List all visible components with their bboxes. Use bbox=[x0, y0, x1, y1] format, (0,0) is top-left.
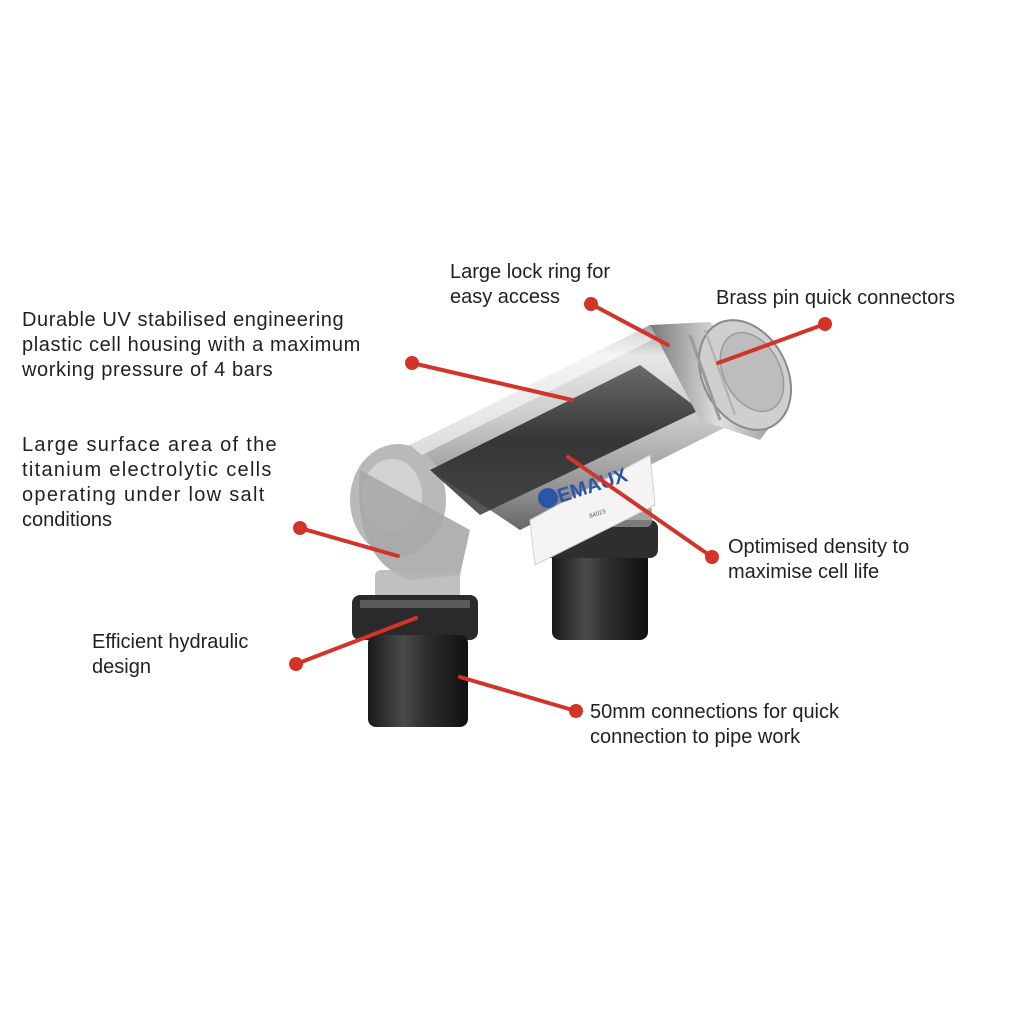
leader-surface-area bbox=[298, 526, 400, 558]
callout-line: Efficient hydraulic bbox=[92, 631, 249, 653]
brand-logo-icon bbox=[538, 488, 558, 508]
callout-line: design bbox=[92, 656, 151, 678]
marker-connections bbox=[569, 704, 583, 718]
callout-line: 50mm connections for quick bbox=[590, 701, 840, 723]
callout-connections: 50mm connections for quick connection to… bbox=[590, 700, 839, 750]
titanium-cell-icon bbox=[430, 365, 700, 515]
callout-line: easy access bbox=[450, 286, 561, 308]
leader-connections bbox=[458, 675, 578, 713]
leader-density bbox=[566, 455, 714, 559]
marker-brass-pin bbox=[818, 317, 832, 331]
leader-housing bbox=[410, 361, 574, 402]
leader-hydraulic bbox=[294, 616, 418, 666]
marker-surface-area bbox=[293, 521, 307, 535]
callout-line: Large surface area of the bbox=[22, 434, 278, 456]
marker-lock-ring bbox=[584, 297, 598, 311]
front-port bbox=[352, 570, 478, 727]
model-code: 84023 bbox=[589, 509, 607, 520]
callout-line: Optimised density to bbox=[728, 536, 910, 558]
callout-line: Brass pin quick connectors bbox=[716, 287, 956, 309]
lock-ring bbox=[650, 319, 793, 440]
marker-density bbox=[705, 550, 719, 564]
callout-lock-ring: Large lock ring for easy access bbox=[450, 260, 610, 310]
callout-housing: Durable UV stabilised engineering plasti… bbox=[22, 308, 361, 383]
callout-hydraulic: Efficient hydraulic design bbox=[92, 630, 248, 680]
callout-line: operating under low salt bbox=[22, 484, 266, 506]
callout-line: working pressure of 4 bars bbox=[22, 359, 274, 381]
callout-line: Durable UV stabilised engineering bbox=[22, 309, 345, 331]
marker-hydraulic bbox=[289, 657, 303, 671]
callout-brass-pin: Brass pin quick connectors bbox=[716, 286, 955, 311]
callout-surface-area: Large surface area of the titanium elect… bbox=[22, 433, 278, 533]
callout-line: plastic cell housing with a maximum bbox=[22, 334, 361, 356]
leader-brass-pin bbox=[716, 322, 827, 365]
leader-lock-ring bbox=[589, 302, 670, 347]
marker-housing bbox=[405, 356, 419, 370]
callout-line: Large lock ring for bbox=[450, 261, 611, 283]
callout-density: Optimised density to maximise cell life bbox=[728, 535, 909, 585]
callout-line: titanium electrolytic cells bbox=[22, 459, 273, 481]
callout-line: conditions bbox=[22, 509, 113, 531]
callout-line: connection to pipe work bbox=[590, 726, 801, 748]
callout-line: maximise cell life bbox=[728, 561, 880, 583]
